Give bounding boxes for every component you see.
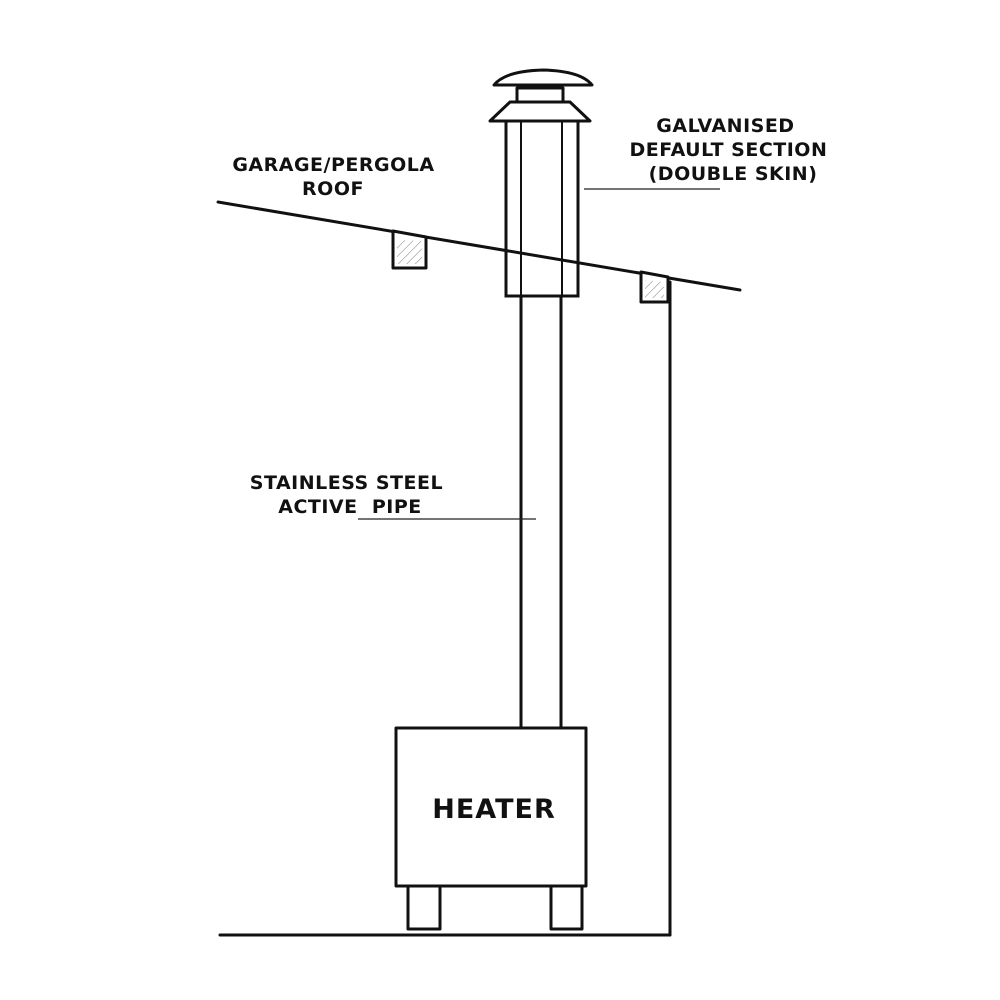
roof-beam-right [639,270,670,304]
heater-leg-left [406,884,442,931]
galvanised-label-line-2: DEFAULT SECTION [630,139,828,161]
roof-label: GARAGE/PERGOLA ROOF [232,154,441,200]
heater-label: HEATER [432,794,556,825]
roof-label-line-2: ROOF [302,178,364,200]
galvanised-label-line-3: (DOUBLE SKIN) [649,163,818,185]
roof-label-line-1: GARAGE/PERGOLA [232,154,434,176]
stainless-label-line-2: ACTIVE PIPE [278,496,422,518]
stainless-steel-pipe [519,294,563,730]
roof-beam-left [391,229,428,270]
stainless-label: STAINLESS STEEL ACTIVE PIPE [250,472,450,518]
heater-body [394,726,588,888]
chimney-cowl [488,68,594,123]
galvanised-section [504,118,580,298]
heater-leg-right [549,884,584,931]
stainless-label-line-1: STAINLESS STEEL [250,472,443,494]
galvanised-label: GALVANISED DEFAULT SECTION (DOUBLE SKIN) [630,115,835,185]
galvanised-label-line-1: GALVANISED [656,115,794,137]
